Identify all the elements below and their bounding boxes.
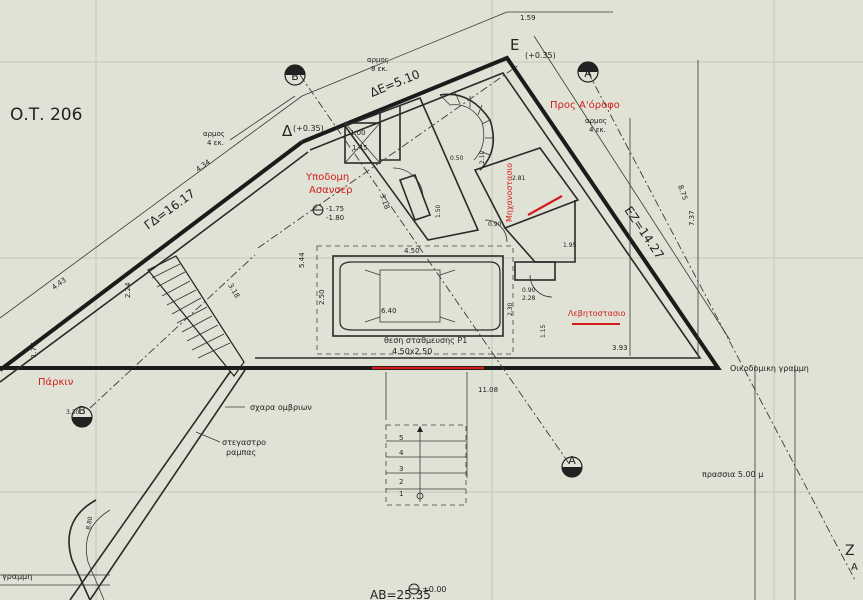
section-mark-b-top: Β [291,70,299,83]
section-mark-a-top: Α [584,67,592,80]
drain-label: σχαρα ομβριων [250,403,312,412]
dim-11-08: 11.08 [478,386,498,394]
dim-1-77: 1.77 [30,342,38,358]
dim-0-90-a: 0.90 [488,221,502,228]
dim-top-width: 1.59 [520,14,536,22]
dim-2-50: 2.50 [318,289,326,305]
dim-8-80: 8.80 [85,516,94,531]
section-marks: Β Β Α Α [71,61,599,595]
dim-0-50: 0.50 [450,155,464,162]
section-lines [89,60,856,600]
joint-left-2: 4 εκ. [207,139,224,147]
stair-core [343,91,580,298]
street-level: ±0.00 [422,585,447,594]
point-delta: Δ [282,122,293,140]
dim-3-93: 3.93 [612,344,628,352]
street-line-label: γραμμη [2,572,32,581]
dim-3-18-a: 3.18 [226,282,241,300]
dim-6-40: 6.40 [381,307,397,315]
dim-5-44: 5.44 [298,252,306,268]
dim-2-24: 2.24 [124,282,132,298]
street-stairs [385,372,468,506]
joint-top-2: 8 εκ. [371,65,388,73]
point-z: Ζ [845,543,855,559]
dim-1-50: 1.50 [435,204,442,218]
section-mark-b-bottom: Β [78,404,86,417]
dim-8-75: 8.75 [676,184,689,201]
dim-3-18-b: 3.18 [378,193,391,210]
dim-7-37: 7.37 [688,210,696,226]
dim-4-50: 4.50 [404,247,420,255]
dim-1-15: 1.15 [540,324,547,338]
dim-4-43: 4.43 [50,276,67,292]
ramp-canopy-label-1: στεγαστρο [222,438,266,447]
step-1: 1 [399,490,403,498]
step-4: 4 [399,449,404,457]
parking-label: Πάρκιν [38,376,74,388]
parking-space-label: θεση σταθμευσης P1 [384,336,467,345]
ramp-canopy-label-2: ραμπας [226,448,256,457]
dim-0-90-b: 0.90 [522,287,536,294]
elevator-label-2: Ασανσερ [309,185,352,196]
ramp [0,255,246,600]
to-upper-floor-label: Προς Α'όροφο [550,99,620,111]
machine-room-label: Μηχανοστασιο [505,163,514,222]
elevator-label-1: Υποδομη [305,172,349,183]
dim-3-30: 3.30 [66,409,80,416]
point-e: Ε [510,36,519,54]
joint-top-1: αρμος [367,56,389,64]
parking-space-size: 4.50x2.50 [392,347,432,356]
block-label: Ο.Τ. 206 [10,105,82,125]
step-2: 2 [399,478,403,486]
joint-left-1: αρμος [203,130,225,138]
dim-1-95: 1.95 [563,242,577,249]
dim-1-45: 1.45 [352,144,368,152]
joint-right-1: αρμος [585,117,607,125]
step-3: 3 [399,465,403,473]
dim-2-81: 2.81 [512,175,526,182]
parking-space [316,245,514,370]
section-mark-a-bottom: Α [568,454,576,467]
dim-4-34: 4.34 [194,158,212,174]
dim-2-30: 2.30 [507,302,514,316]
point-a: Α [851,562,858,573]
step-5: 5 [399,434,403,442]
ramp-level-1: -1.75 [326,205,344,213]
dim-2-10: 2.10 [479,150,486,164]
boiler-room-label: Λεβητοστασιο [568,309,626,318]
plot-boundary [0,11,731,372]
dim-2-28: 2.28 [522,295,536,302]
point-delta-level: (+0.35) [293,124,324,133]
joint-right-2: 4 εκ. [589,126,606,134]
ramp-level-2: -1.80 [326,214,344,222]
building-line-label: Οικοδομικη γραμμη [730,364,809,373]
sidewalk-label: πρασσια 5.00 μ [702,470,763,479]
side-ab: ΑΒ=25.35 [370,588,431,600]
dim-1-00: 1.00 [350,129,366,137]
point-e-level: (+0.35) [525,51,556,60]
